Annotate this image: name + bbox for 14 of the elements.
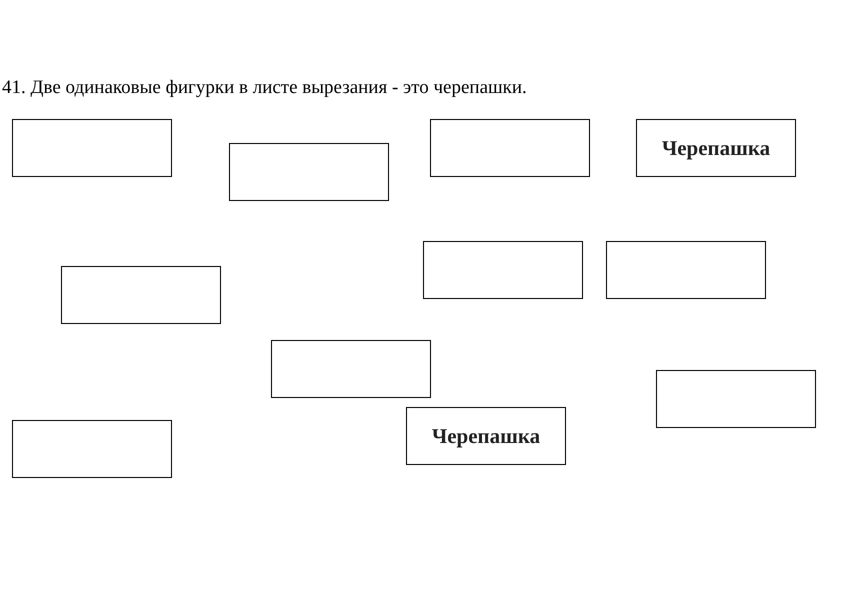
- label-box: [406, 407, 566, 465]
- empty-box: [229, 143, 389, 201]
- empty-box: [12, 420, 172, 478]
- box-label: Черепашка: [432, 424, 540, 448]
- empty-box: [423, 241, 583, 299]
- empty-box: [656, 370, 816, 428]
- empty-box: [606, 241, 766, 299]
- empty-box: [430, 119, 590, 177]
- empty-box: [61, 266, 221, 324]
- task-heading: 41. Две одинаковые фигурки в листе вырезания - это черепашки.: [2, 77, 527, 99]
- empty-box: [12, 119, 172, 177]
- label-box: [636, 119, 796, 177]
- empty-box: [271, 340, 431, 398]
- box-label: Черепашка: [662, 136, 770, 160]
